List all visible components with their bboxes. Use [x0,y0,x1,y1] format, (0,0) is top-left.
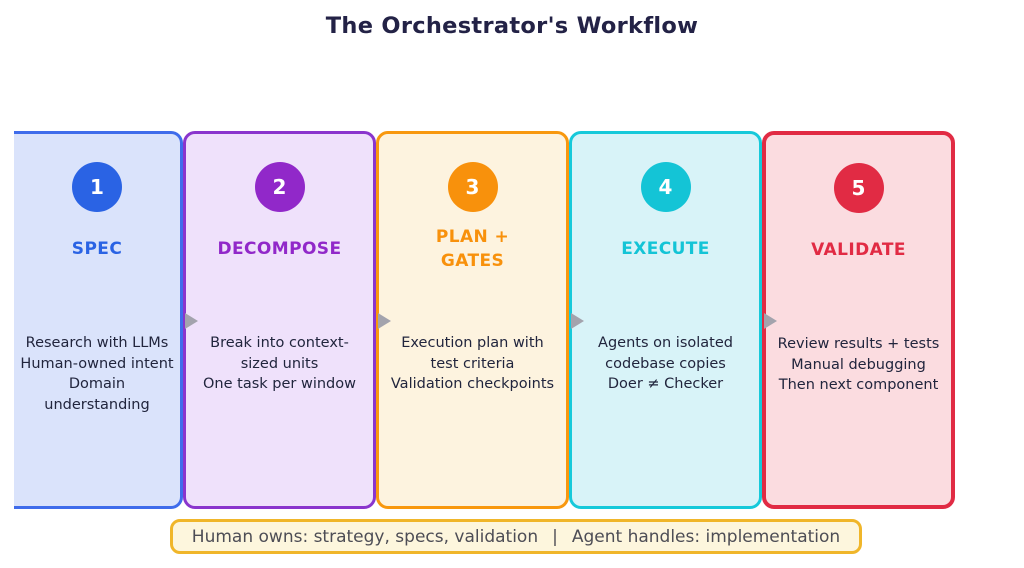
step-label: SPEC [71,239,123,260]
footnote-right-text: Agent handles: implementation [571,526,841,547]
description-line: One task per window [203,376,356,392]
step-label: EXECUTE [621,239,710,260]
step-number-badge: 2 [254,162,305,212]
step-label: PLAN + GATES [435,227,510,271]
flow-arrow-icon [185,313,198,329]
description-line: Execution plan with [401,335,544,351]
description-line: Review results + tests [777,336,940,352]
description-line: Then next component [778,377,939,393]
flow-arrow-icon [571,313,584,329]
footnote-divider: | [552,526,558,547]
step-number-badge: 1 [72,162,122,212]
description-line: Agents on isolated [598,335,733,351]
step-description: Research with LLMs Human-owned intent Do… [14,333,180,415]
description-line: Break into context- [210,335,349,351]
flow-arrow-icon [378,313,391,329]
step-number: 3 [465,175,480,199]
description-line: Manual debugging [791,356,926,373]
description-line: Research with LLMs [25,335,169,351]
workflow-row: 1 SPEC Research with LLMs Human-owned in… [14,131,955,509]
description-line: sized units [240,355,319,372]
description-line: Domain understanding [44,376,150,413]
step-label: DECOMPOSE [217,239,342,260]
step-number-badge: 5 [833,163,884,213]
step-card-decompose: 2 DECOMPOSE Break into context- sized un… [183,131,376,509]
footnote-left-text: Human owns: strategy, specs, validation [191,526,539,547]
flow-arrow-icon [764,313,777,329]
step-number: 4 [658,175,673,199]
page-title: The Orchestrator's Workflow [325,13,699,39]
description-line: test criteria [430,355,515,372]
description-line: Validation checkpoints [390,376,555,392]
description-line: Doer ≠ Checker [607,376,724,392]
step-card-validate: 5 VALIDATE Review results + tests Manual… [762,131,955,509]
step-description: Agents on isolated codebase copies Doer … [572,333,759,395]
footnote: Human owns: strategy, specs, validation … [170,519,862,554]
description-line: Human-owned intent [20,355,174,372]
step-card-plan-gates: 3 PLAN + GATES Execution plan with test … [376,131,569,509]
step-card-spec: 1 SPEC Research with LLMs Human-owned in… [14,131,183,509]
step-card-execute: 4 EXECUTE Agents on isolated codebase co… [569,131,762,509]
step-number: 5 [851,176,866,200]
step-number-badge: 3 [447,162,498,212]
step-number-badge: 4 [640,162,691,212]
step-label: VALIDATE [811,240,906,261]
step-number: 1 [90,175,104,199]
step-description: Break into context- sized units One task… [186,333,373,395]
step-description: Review results + tests Manual debugging … [766,334,951,396]
description-line: codebase copies [605,355,726,372]
step-description: Execution plan with test criteria Valida… [379,333,566,395]
step-number: 2 [272,175,287,199]
